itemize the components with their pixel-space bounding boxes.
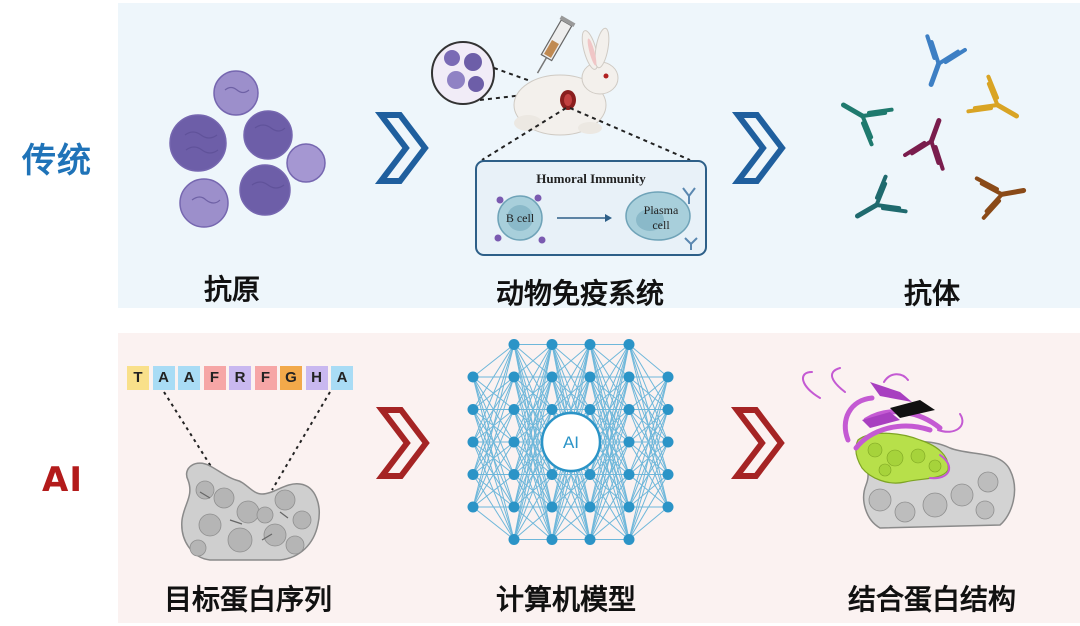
network-node	[546, 534, 558, 545]
target-protein-illustration	[181, 462, 320, 561]
network-node	[467, 436, 479, 448]
sequence-residue: T	[127, 366, 149, 390]
chevron-right-icon	[730, 407, 785, 479]
antibody-icon	[840, 102, 894, 147]
network-node	[584, 469, 596, 480]
sequence-residue: H	[305, 366, 328, 390]
network-node	[623, 534, 635, 545]
antibody-icon	[966, 74, 1020, 119]
plasma-cell-label-2: cell	[652, 218, 670, 232]
network-node	[584, 404, 596, 415]
network-node	[662, 436, 674, 448]
b-cell-label: B cell	[506, 211, 535, 225]
network-node	[623, 371, 635, 383]
antigen-illustration	[169, 70, 326, 228]
network-node	[508, 436, 520, 448]
step-binding-protein-structure: 结合蛋白结构	[847, 583, 1017, 616]
sequence-residue: A	[331, 366, 353, 390]
neural-network-illustration	[467, 339, 674, 545]
sequence-residue: F	[203, 366, 226, 390]
binding-structure-illustration	[802, 367, 1016, 529]
chevron-right-icon	[731, 112, 786, 184]
step-antibody: 抗体	[903, 277, 961, 310]
network-node	[546, 469, 558, 480]
network-node	[467, 501, 479, 513]
step-animal-immune-system: 动物免疫系统	[495, 277, 665, 310]
network-node	[623, 404, 635, 415]
network-node	[546, 371, 558, 383]
network-node	[662, 404, 674, 415]
network-node	[623, 501, 635, 513]
step-target-protein-sequence: 目标蛋白序列	[163, 583, 333, 616]
network-node	[546, 501, 558, 513]
step-computer-model: 计算机模型	[495, 583, 637, 616]
sequence-residue: G	[280, 366, 302, 390]
network-node	[508, 404, 520, 415]
sequence-residue: F	[254, 366, 277, 390]
network-node	[467, 371, 479, 383]
network-node	[546, 339, 558, 350]
network-node	[546, 404, 558, 415]
sequence-residue: R	[229, 366, 251, 390]
network-node	[662, 371, 674, 383]
humoral-title: Humoral Immunity	[536, 171, 646, 186]
antibody-icon	[974, 176, 1027, 220]
sequence-residue: A	[152, 366, 175, 390]
ai-node-label: AI	[563, 433, 579, 452]
network-node	[467, 469, 479, 480]
row-label-traditional: 传统	[22, 141, 92, 181]
antibodies-illustration	[840, 34, 1027, 220]
network-node	[508, 371, 520, 383]
network-node	[662, 501, 674, 513]
network-node	[662, 469, 674, 480]
humoral-immunity-box	[475, 160, 707, 256]
network-node	[623, 436, 635, 448]
network-node	[508, 501, 520, 513]
network-node	[623, 339, 635, 350]
network-node	[467, 404, 479, 415]
network-node	[584, 371, 596, 383]
network-node	[584, 501, 596, 513]
network-node	[508, 469, 520, 480]
network-node	[584, 339, 596, 350]
antibody-icon	[854, 174, 908, 219]
plasma-cell-label-1: Plasma	[644, 203, 679, 217]
network-node	[584, 534, 596, 545]
chevron-right-icon	[375, 407, 430, 479]
antibody-icon	[925, 34, 967, 87]
antibody-icon	[903, 118, 945, 171]
network-node	[623, 469, 635, 480]
row-label-ai: AI	[42, 460, 83, 500]
step-antigen: 抗原	[203, 273, 261, 306]
network-node	[508, 534, 520, 545]
sequence-residue: A	[178, 366, 200, 390]
chevron-right-icon	[374, 112, 429, 184]
network-node	[508, 339, 520, 350]
rabbit-illustration	[431, 15, 691, 161]
